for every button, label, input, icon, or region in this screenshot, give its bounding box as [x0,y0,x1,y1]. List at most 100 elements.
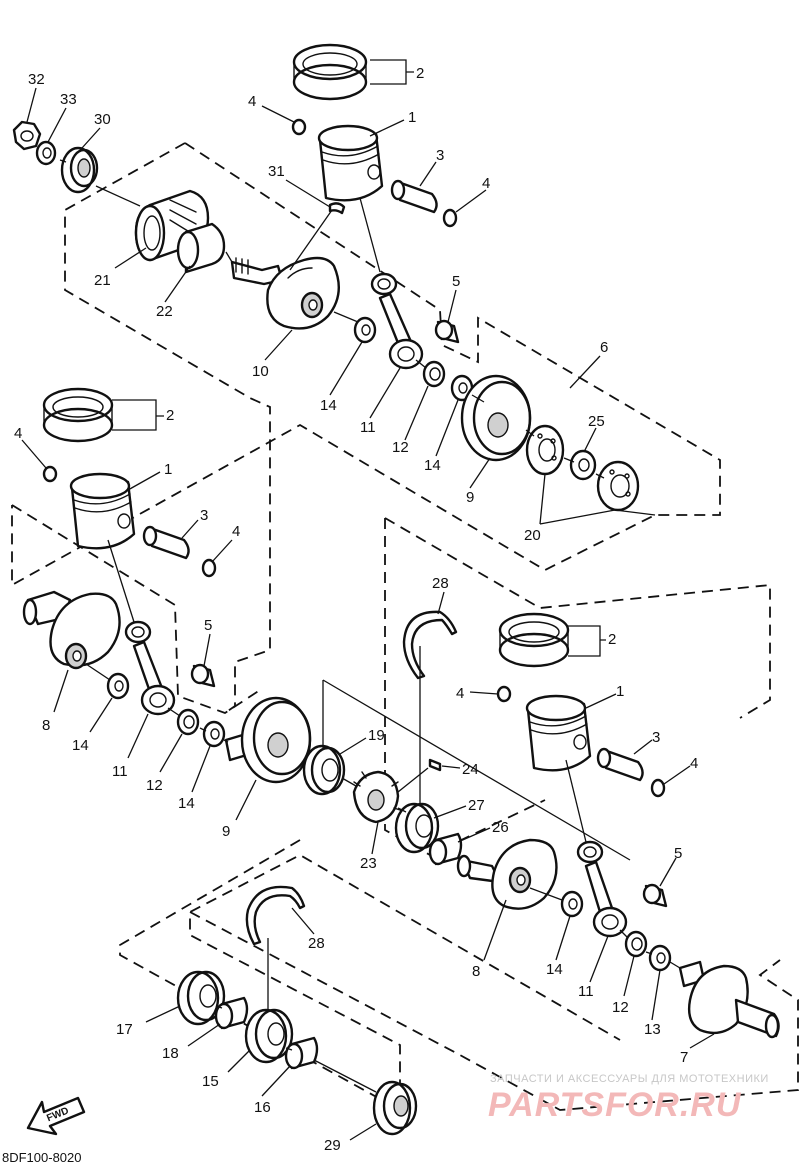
part-17-bearing [176,970,226,1026]
callout-3-top: 3 [436,147,444,164]
callout-5-left: 5 [204,617,212,634]
callout-32: 32 [28,71,45,88]
part-28-clip-a [402,610,458,680]
callout-9-top: 9 [466,489,474,506]
part-4-circlip-e [496,685,512,703]
part-5-small-end-bearing-b [190,663,216,688]
callout-14-left-a: 14 [72,737,89,754]
part-27-bearing [394,802,440,854]
part-10-crank-half [230,256,340,330]
part-3-piston-pin-c [596,747,644,782]
part-26-collar [428,832,463,866]
callout-5-right: 5 [674,845,682,862]
part-5-small-end-bearing-a [434,319,460,344]
callout-11-top: 11 [360,419,376,436]
part-12-bearing-a [422,360,446,388]
part-12-bearing-c [624,930,648,958]
boundary-upper-crank [64,142,271,714]
part-25-ring [569,449,597,481]
part-3-piston-pin-b [142,525,190,560]
watermark-tagline: ЗАПЧАСТИ И АКСЕССУАРЫ ДЛЯ МОТОТЕХНИКИ [490,1073,769,1085]
callout-14-top-b: 14 [424,457,441,474]
callout-31: 31 [268,163,285,180]
callout-30: 30 [94,111,111,128]
callout-11-left: 11 [112,763,128,780]
callout-20: 20 [524,527,541,544]
callout-28-lower: 28 [308,935,325,952]
callout-8-right: 8 [472,963,480,980]
callout-16: 16 [254,1099,271,1116]
fwd-arrow-icon: FWD [26,1096,86,1136]
callout-19: 19 [368,727,385,744]
part-8-crank-half-b [456,838,558,910]
callout-18: 18 [162,1045,179,1062]
part-1-piston-left [69,472,136,550]
callout-1-left: 1 [164,461,172,478]
part-15-bearing [244,1008,294,1064]
callout-14-left-b: 14 [178,795,195,812]
part-4-circlip-b [442,208,458,228]
part-14-washer-d [202,720,226,748]
callout-33: 33 [60,91,77,108]
callout-4-left-b: 4 [232,523,240,540]
callout-25: 25 [588,413,605,430]
part-18-collar [214,996,249,1030]
callout-4-top-left: 4 [248,93,256,110]
callout-7: 7 [680,1049,688,1066]
part-2-piston-rings-top [292,43,368,101]
callout-4-left-a: 4 [14,425,22,442]
part-11-conrod-a [370,272,424,370]
part-29-oil-seal [372,1080,418,1136]
callout-28-mid: 28 [432,575,449,592]
part-14-washer-e [560,890,584,918]
callout-29: 29 [324,1137,341,1154]
callout-labels: 32 33 30 21 22 10 31 2 4 1 3 4 5 6 14 11… [14,65,698,1154]
part-23-gear [352,770,401,824]
callout-12-right: 12 [612,999,629,1016]
boundary-lower-crank [119,839,621,1112]
part-3-piston-pin-a [390,179,438,214]
part-4-circlip-c [42,465,58,483]
part-33-washer [35,140,57,166]
callout-27: 27 [468,797,485,814]
callout-26: 26 [492,819,509,836]
part-12-bearing-b [176,708,200,736]
part-13-washer [648,944,672,972]
part-9-crank-web-a [460,374,532,462]
boundary-right-crank [384,517,771,719]
callout-1-right: 1 [616,683,624,700]
part-4-circlip-d [201,558,217,578]
watermark-logo: PARTSFOR.RU [488,1086,742,1124]
part-14-washer-c [106,672,130,700]
part-8-crank-half-a [22,590,121,670]
callout-1-top: 1 [408,109,416,126]
part-5-small-end-bearing-c [642,883,668,908]
callout-2-right: 2 [608,631,616,648]
callout-14-right: 14 [546,961,563,978]
boundary-lower-crank-right [189,911,799,1111]
part-1-piston-right [525,694,592,772]
part-31-key [328,202,346,215]
part-14-washer-a [353,316,377,344]
assembly-axis-lines [59,159,681,1093]
callout-leaders [21,59,715,1141]
callout-12-top: 12 [392,439,409,456]
part-20-main-bearing-a [525,424,565,476]
part-20-main-bearing-b [596,460,640,512]
callout-15: 15 [202,1073,219,1090]
callout-12-left: 12 [146,777,163,794]
part-2-piston-rings-left [42,387,114,443]
callout-6: 6 [600,339,608,356]
callout-14-top-a: 14 [320,397,337,414]
callout-23: 23 [360,855,377,872]
callout-5-top: 5 [452,273,460,290]
callout-4-right-a: 4 [456,685,464,702]
part-32-nut [12,120,42,151]
part-4-circlip-a [291,118,307,136]
part-24-pin [428,758,442,772]
callout-4-right-b: 4 [690,755,698,772]
callout-9-left: 9 [222,823,230,840]
callout-22: 22 [156,303,173,320]
callout-17: 17 [116,1021,133,1038]
